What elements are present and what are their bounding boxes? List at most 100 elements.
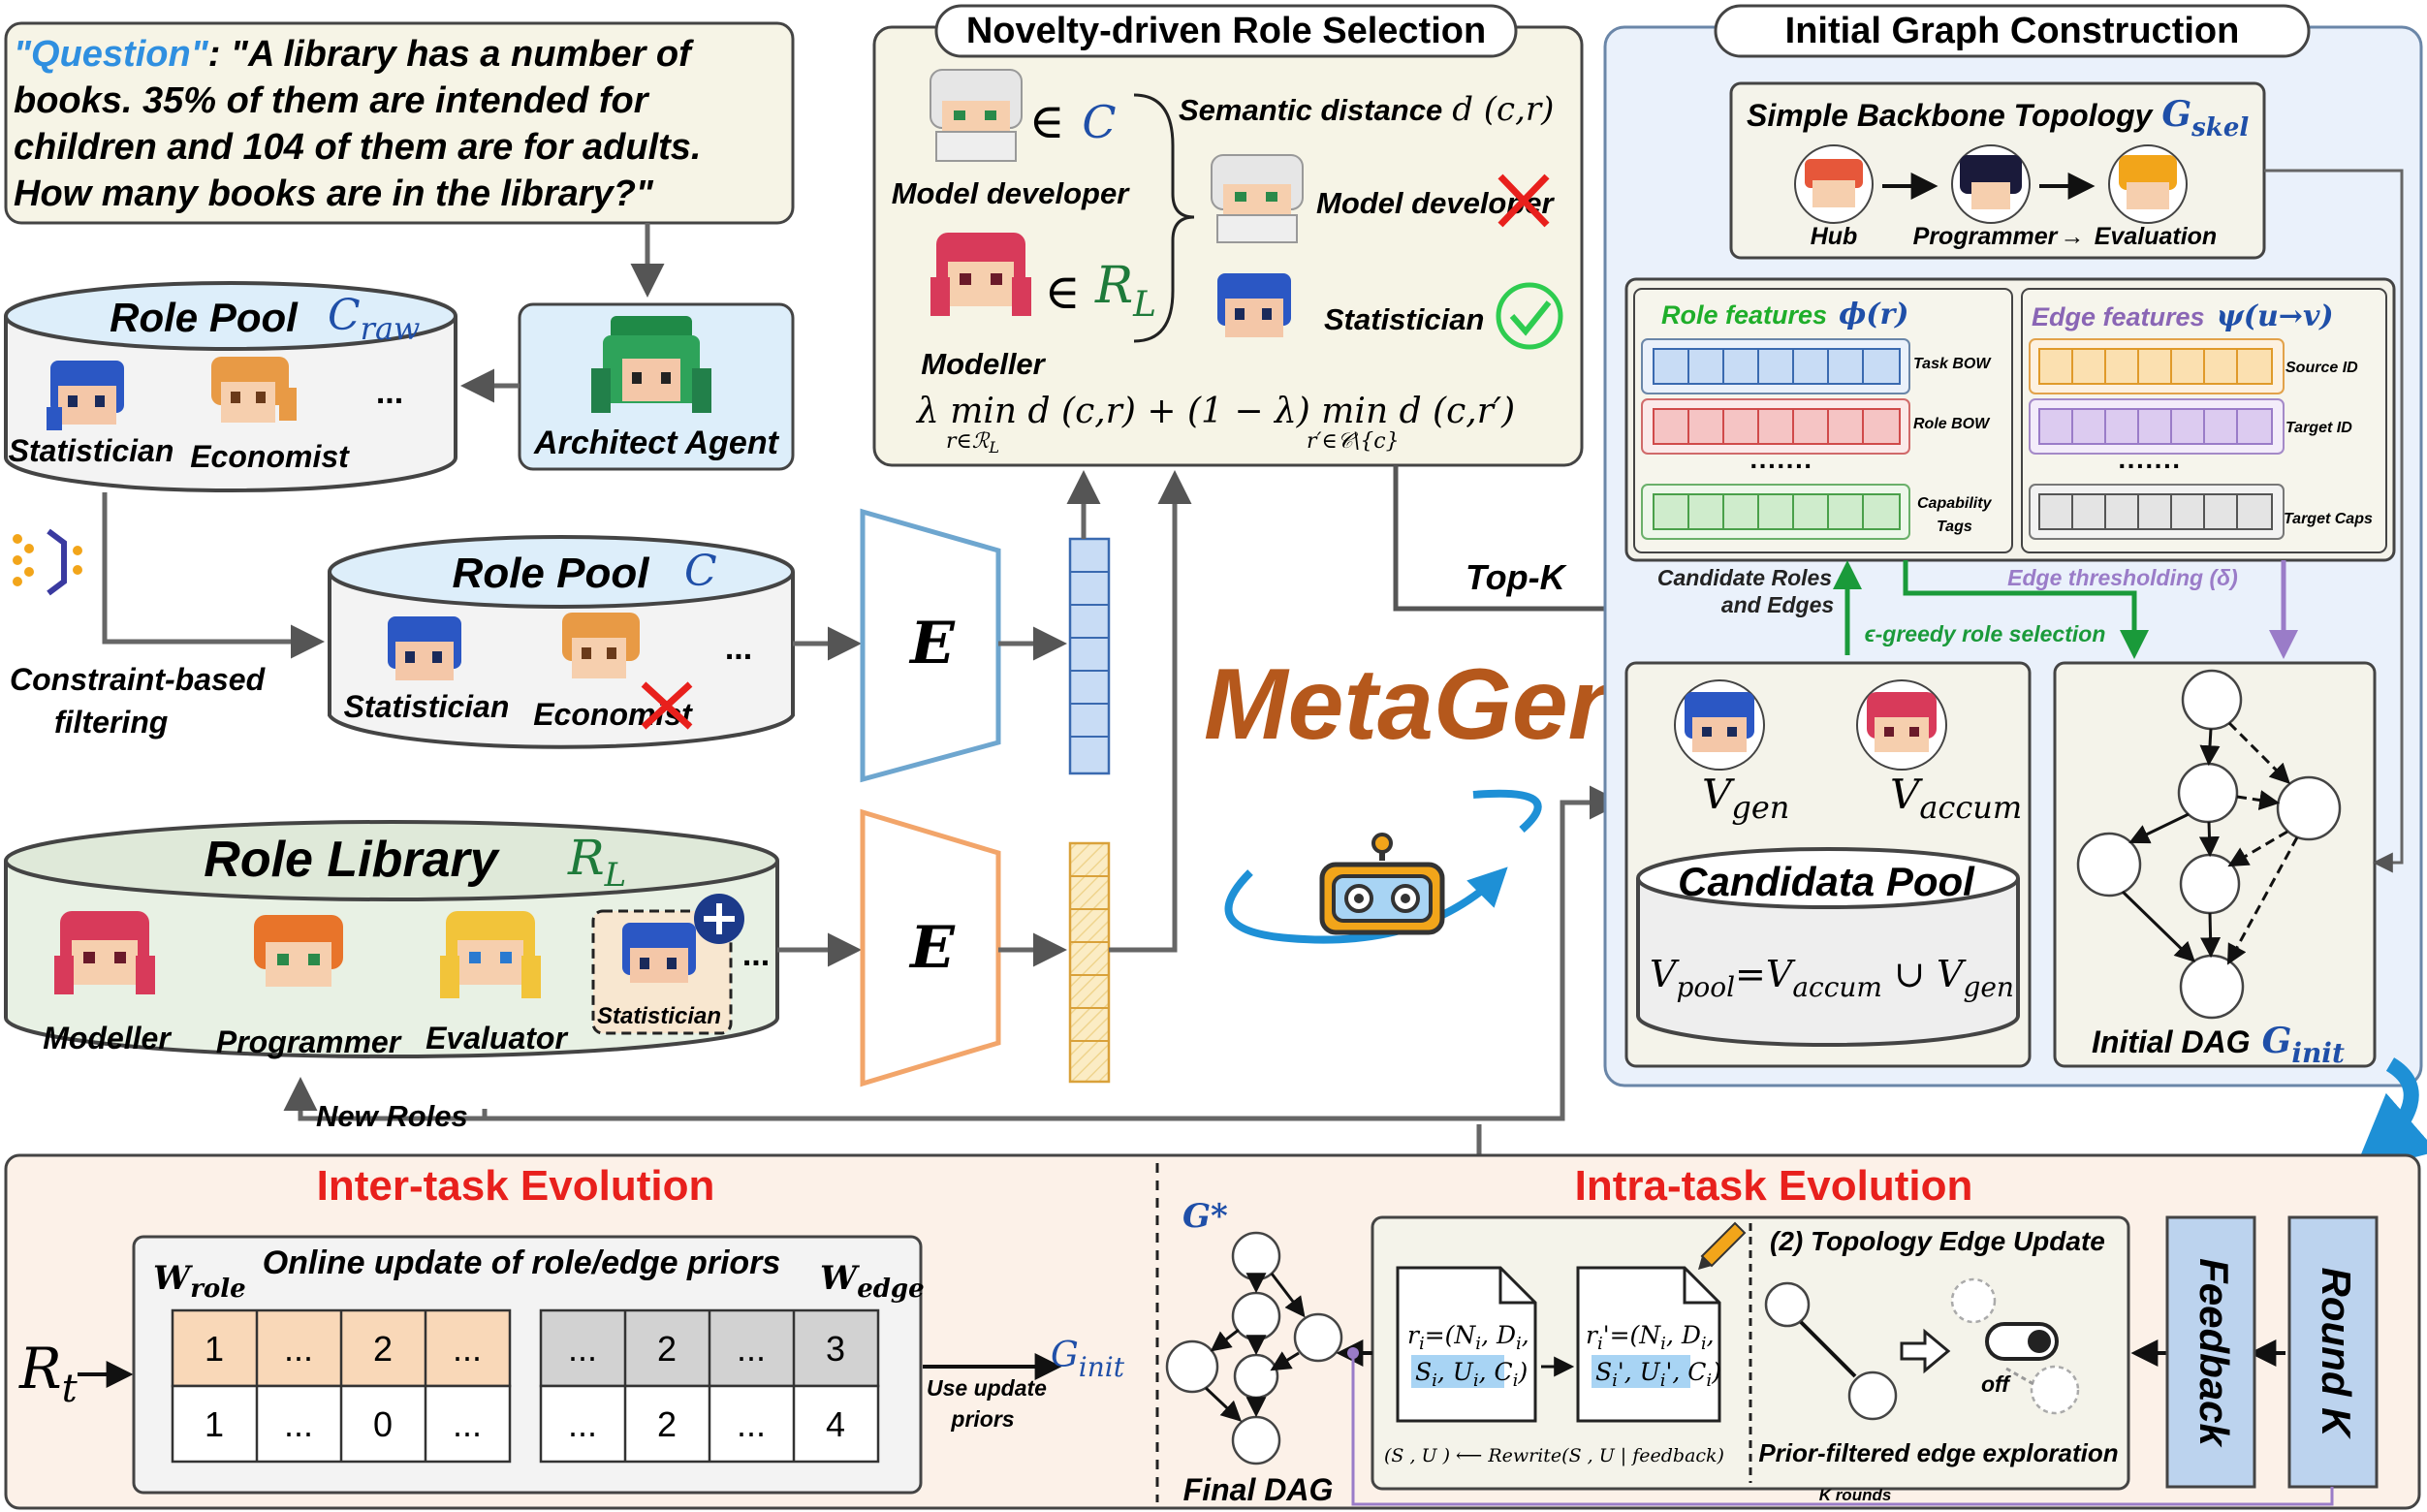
reject-cross-icon — [1497, 173, 1550, 228]
arrow-raw-to-pool — [102, 492, 325, 659]
w-edge-cell: 3 — [826, 1329, 845, 1369]
arrow-new-roles — [283, 1077, 485, 1121]
role-library-role-statistician: Statistician — [597, 1003, 721, 1029]
arrow-vector-to-novelty-2 — [1109, 470, 1192, 953]
architect-avatar-icon — [591, 316, 711, 413]
candidate-statistician-label: Statistician — [1324, 302, 1484, 336]
w-edge-cell: ... — [737, 1329, 766, 1369]
intra-task-title: Intra-task Evolution — [1575, 1162, 1973, 1210]
w-role-cell: ... — [284, 1404, 313, 1444]
novelty-formula-sub2: r′∈𝒞\{c} — [1307, 429, 1400, 454]
w-edge-label: Wedge — [820, 1259, 925, 1304]
backbone-node-programmer: Programmer — [1913, 223, 2059, 250]
topology-title: (2) Topology Edge Update — [1770, 1226, 2105, 1256]
statistician-avatar-icon — [622, 923, 696, 983]
arrow-eps-greedy — [1903, 560, 2149, 659]
and-edges-label: and Edges — [1721, 592, 1834, 617]
role-pool-raw: Role Pool Craw ... Statistician Economis… — [3, 281, 457, 492]
use-update-label: Use update — [927, 1375, 1047, 1401]
blue-curve-arrow — [2352, 1057, 2427, 1174]
role-feature-bar-green — [1641, 484, 1910, 540]
model-developer-avatar-icon — [930, 69, 1023, 162]
role-feature-label-tags: Tags — [1937, 519, 1972, 535]
question-text-line4: How many books are in the library?" — [14, 173, 654, 214]
initial-graph-box: Initial Graph Construction Simple Backbo… — [1603, 4, 2423, 1087]
role-pool-role-statistician: Statistician — [344, 689, 510, 724]
role-feature-bar-red — [1641, 398, 1910, 455]
modeller-avatar-icon — [1856, 679, 1947, 771]
backbone-node-evaluation: Evaluation — [2095, 223, 2217, 250]
programmer-dark-avatar-icon — [1951, 144, 2031, 224]
edge-feature-label-target-id: Target ID — [2285, 420, 2352, 436]
toggle-off-label: off — [1981, 1371, 2011, 1397]
role-pool-symbol: C — [684, 547, 717, 596]
v-accum-label: Vaccum — [1890, 771, 2022, 826]
encoder-top: E — [860, 508, 1001, 783]
role-feature-label-role-bow: Role BOW — [1913, 416, 1991, 432]
hub-avatar-icon — [1794, 144, 1874, 224]
arrow-to-candidate-pool — [485, 785, 1623, 1121]
role-pool-title: Role Pool — [453, 550, 650, 597]
doc1-line2: Si, Ui, Ci) — [1415, 1358, 1528, 1391]
initial-graph-title: Initial Graph Construction — [1785, 11, 2240, 51]
v-gen-label: Vgen — [1702, 771, 1789, 826]
candidate-pool-title: Candidata Pool — [1678, 859, 1975, 904]
role-features-dots: ······· — [1749, 451, 1812, 481]
role-pool-raw-symbol: Craw — [328, 291, 420, 347]
encoder-bottom-label: E — [908, 914, 956, 982]
top-k-label: Top-K — [1466, 557, 1568, 597]
w-role-cell: 2 — [373, 1329, 393, 1369]
w-edge-cell: ... — [737, 1404, 766, 1444]
edge-thresholding-label: Edge thresholding (δ) — [2007, 565, 2238, 590]
new-roles-label: New Roles — [316, 1099, 468, 1133]
question-text-line1: "Question": "A library has a number of — [14, 34, 694, 75]
w-role-cell: 0 — [373, 1404, 393, 1444]
novelty-selection-box: Novelty-driven Role Selection ∈ C Model … — [872, 4, 1584, 467]
role-library-title: Role Library — [204, 832, 500, 888]
filter-icon — [13, 528, 82, 596]
w-edge-table: ... 2 ... 3 ... 2 ... 4 — [539, 1308, 880, 1464]
novelty-formula-sub1: r∈ℛL — [946, 429, 999, 457]
role-library-role-modeller: Modeller — [43, 1021, 172, 1055]
modeller-avatar-icon — [54, 911, 155, 994]
evaluator-avatar-icon — [440, 911, 541, 998]
eps-greedy-label: ϵ-greedy role selection — [1865, 621, 2106, 646]
initial-dag-graph — [2076, 669, 2342, 1020]
novelty-formula: λ min d (c,r) + (1 − λ) min d (c,r′) — [915, 392, 1515, 431]
round-k-label: Round K — [2314, 1268, 2359, 1440]
edge-feature-label-source-id: Source ID — [2285, 360, 2358, 376]
architect-label: Architect Agent — [533, 425, 780, 461]
w-role-cell: 1 — [205, 1404, 224, 1444]
feedback-box: Feedback — [2165, 1215, 2256, 1489]
w-edge-cell: ... — [568, 1404, 597, 1444]
w-edge-cell: 4 — [826, 1404, 845, 1444]
encoder-bottom: E — [860, 808, 1001, 1087]
w-edge-cell: ... — [568, 1329, 597, 1369]
k-rounds-label: K rounds — [1819, 1486, 1892, 1504]
embedding-vector-yellow — [1068, 841, 1111, 1084]
role-pool-raw-role-statistician: Statistician — [9, 433, 174, 468]
k-rounds-dot — [1347, 1347, 1359, 1359]
final-dag-label: Final DAG — [1183, 1472, 1334, 1507]
backbone-node-hub: Hub — [1811, 223, 1858, 250]
w-role-cell: 1 — [205, 1329, 224, 1369]
w-role-cell: ... — [453, 1329, 482, 1369]
novelty-title: Novelty-driven Role Selection — [966, 11, 1486, 51]
w-role-cell: ... — [453, 1404, 482, 1444]
edge-features-dots: ······· — [2118, 451, 2181, 481]
set-c-symbol: C — [1082, 96, 1116, 148]
role-pool-raw-ellipsis: ... — [376, 374, 403, 411]
doc1-line1: ri=(Ni, Di, — [1407, 1321, 1529, 1354]
role-library-role-evaluator: Evaluator — [426, 1021, 568, 1055]
role-feature-label-capability-tags: Capability — [1917, 495, 1993, 512]
w-role-label: Wrole — [153, 1259, 246, 1304]
feedback-label: Feedback — [2191, 1258, 2237, 1448]
pencil-icon — [1698, 1221, 1747, 1270]
selection-brace — [1133, 93, 1195, 343]
question-text-line2: books. 35% of them are intended for — [14, 80, 650, 121]
round-k-box: Round K — [2287, 1215, 2379, 1489]
